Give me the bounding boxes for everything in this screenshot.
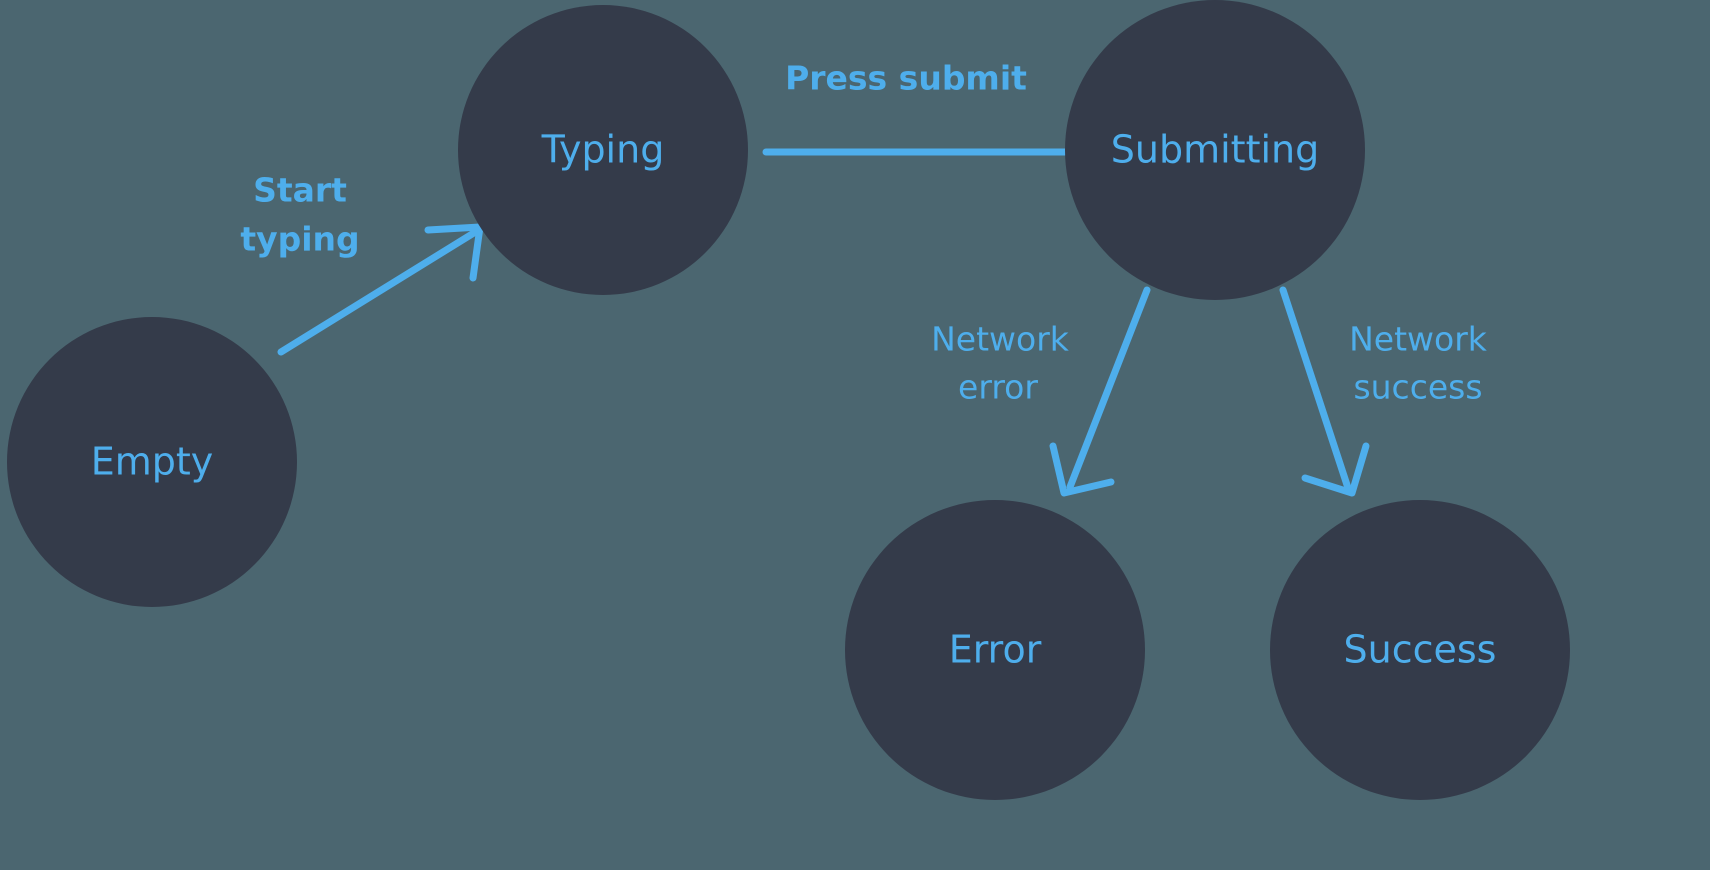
edge-label-typing-to-submitting-line1: Press submit <box>785 59 1027 98</box>
edge-label-typing-to-submitting: Press submit <box>785 59 1027 98</box>
state-node-submitting[interactable]: Submitting <box>1065 0 1365 300</box>
edge-label-submitting-to-success: Network success <box>1349 320 1488 407</box>
state-node-empty[interactable]: Empty <box>7 317 297 607</box>
edge-line-submitting-to-error <box>1066 286 1151 491</box>
state-node-typing-label: Typing <box>541 128 665 172</box>
edge-label-submitting-to-error-line2: error <box>958 368 1038 407</box>
edge-label-empty-to-typing: Start typing <box>240 171 359 259</box>
arrowhead-submitting-to-success <box>1301 442 1370 497</box>
edge-submitting-to-error <box>1049 286 1151 497</box>
edge-label-submitting-to-success-line2: success <box>1353 368 1482 407</box>
state-node-submitting-label: Submitting <box>1111 128 1319 172</box>
state-node-error[interactable]: Error <box>845 500 1145 800</box>
state-node-error-label: Error <box>949 628 1042 672</box>
edge-label-submitting-to-error: Network error <box>931 320 1070 407</box>
arrowhead-empty-to-typing <box>424 223 484 282</box>
edge-submitting-to-success <box>1279 286 1370 497</box>
edge-label-submitting-to-error-line1: Network <box>931 320 1070 359</box>
state-node-typing[interactable]: Typing <box>458 5 748 295</box>
edge-label-empty-to-typing-line2: typing <box>240 220 359 259</box>
edge-line-empty-to-typing <box>277 227 481 356</box>
state-node-error-circle[interactable] <box>845 500 1145 800</box>
state-node-success-label: Success <box>1344 628 1497 672</box>
arrowhead-submitting-to-error <box>1049 442 1115 497</box>
edge-line-submitting-to-success <box>1279 286 1352 492</box>
state-node-success[interactable]: Success <box>1270 500 1570 800</box>
state-node-success-circle[interactable] <box>1270 500 1570 800</box>
state-node-typing-circle[interactable] <box>458 5 748 295</box>
edge-empty-to-typing <box>277 223 484 356</box>
state-node-empty-circle[interactable] <box>7 317 297 607</box>
edge-label-empty-to-typing-line1: Start <box>253 171 347 210</box>
state-node-empty-label: Empty <box>91 440 214 484</box>
state-node-submitting-circle[interactable] <box>1065 0 1365 300</box>
edge-label-submitting-to-success-line1: Network <box>1349 320 1488 359</box>
